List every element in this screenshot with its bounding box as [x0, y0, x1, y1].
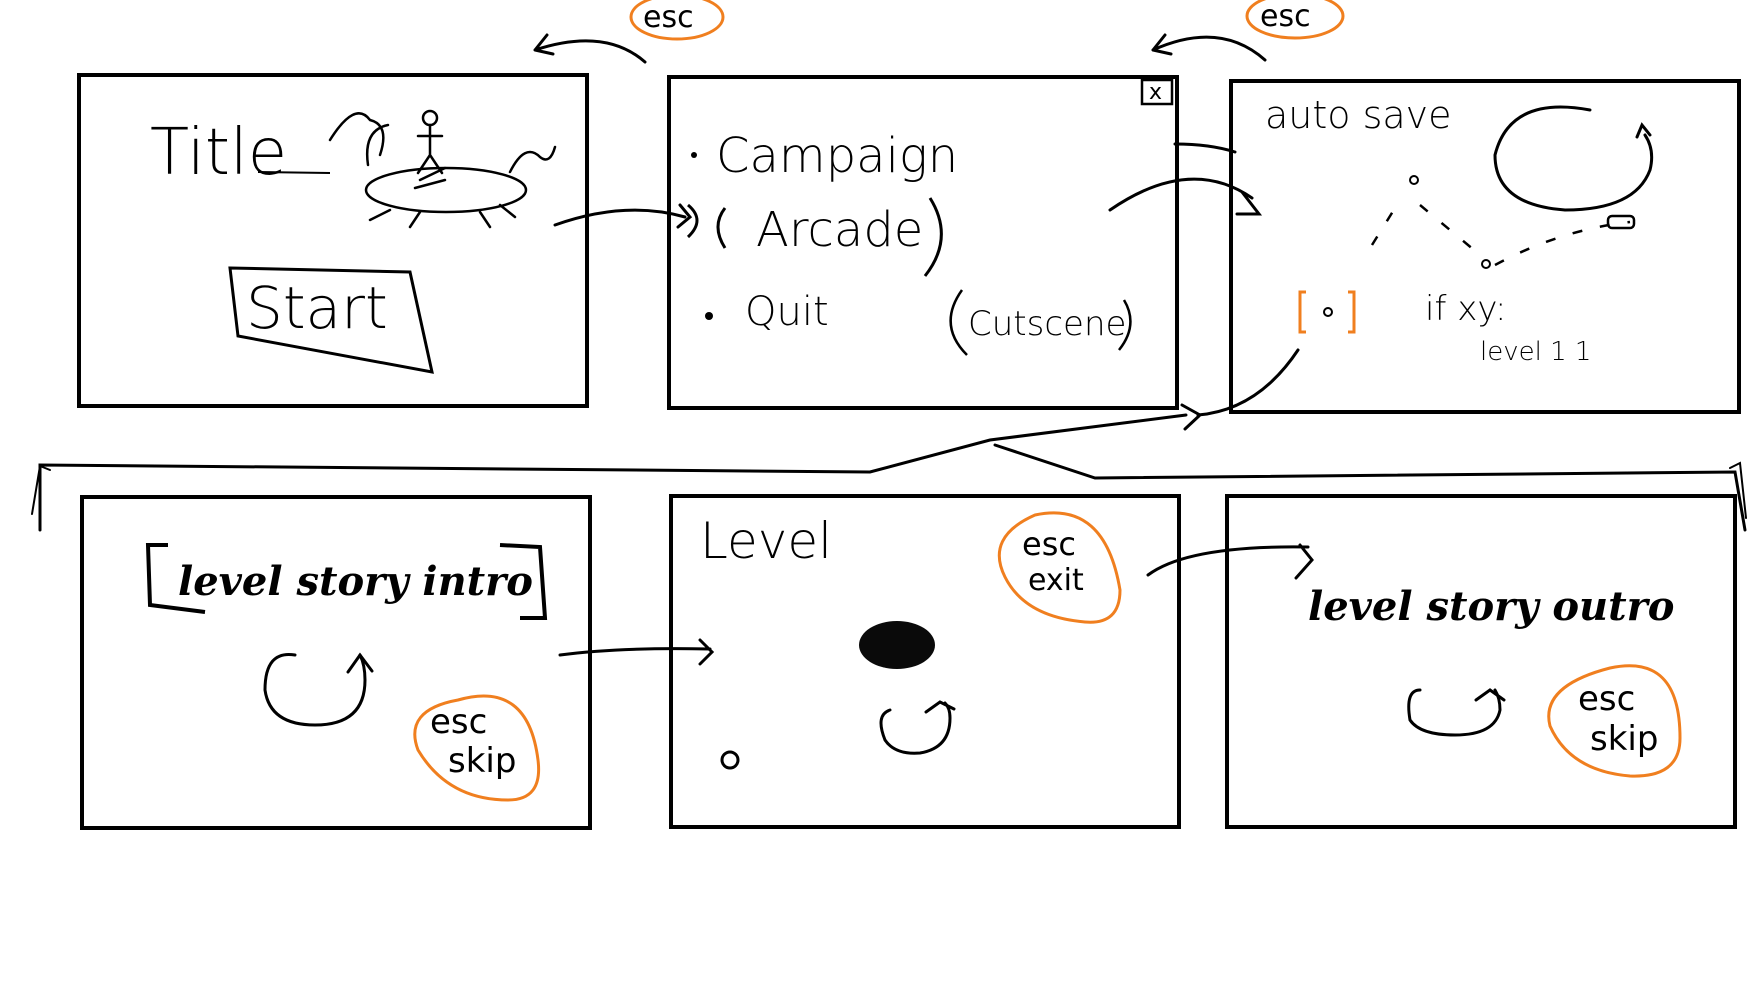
arrow-intro-to-level: [558, 638, 715, 666]
autosave-condition: if xy:: [1425, 289, 1506, 329]
close-icon: x: [1149, 80, 1162, 105]
esc-key-top-1-label: esc: [643, 0, 694, 35]
esc-key-top-2-label: esc: [1260, 0, 1311, 34]
skip-button-action: skip: [448, 741, 516, 781]
arrow-menu-to-save: [1108, 177, 1263, 216]
flow-arrows-bottom: [558, 543, 1314, 666]
menu-bullet-3: [705, 312, 713, 320]
intro-heading: level story intro: [178, 558, 533, 605]
stick-figure-icon: [416, 109, 444, 175]
title-screen-frame: [77, 73, 589, 408]
menu-item-quit[interactable]: Quit: [745, 289, 829, 335]
level-screen-frame: [669, 494, 1181, 829]
map-node-mid: [1481, 259, 1491, 269]
cutscene-bracket: [949, 289, 1132, 356]
player-icon: [720, 750, 740, 770]
cutscene-label: Cutscene: [968, 304, 1126, 344]
intro-bracket-right: [499, 543, 548, 620]
close-button[interactable]: x: [1140, 78, 1174, 106]
back-arrow-1: [533, 33, 647, 64]
menu-screen: x Campaign Arcade Quit Cutscene: [667, 75, 1179, 410]
skip-button-key: esc: [430, 702, 487, 742]
skip-button[interactable]: esc skip: [1547, 664, 1682, 778]
outro-heading: level story outro: [1308, 583, 1674, 630]
back-arrow-2: [1151, 33, 1267, 62]
menu-selector-close: [923, 197, 943, 277]
skip-button-ring: [1547, 664, 1682, 778]
title-screen: Title Start: [77, 73, 589, 408]
intro-bracket-left: [145, 543, 206, 614]
esc-key-top-1: esc: [533, 0, 725, 64]
menu-screen-frame: [667, 75, 1179, 410]
autosave-heading: auto save: [1265, 93, 1452, 137]
outro-screen-frame: [1225, 494, 1737, 829]
flow-loop-middle: [31, 348, 1747, 532]
start-button-label: Start: [246, 274, 388, 342]
loop-arrow-icon: [263, 652, 374, 727]
title-screen-heading: Title: [150, 116, 287, 190]
start-button[interactable]: Start: [228, 266, 434, 374]
exit-button[interactable]: esc exit: [997, 511, 1122, 624]
esc-key-top-2: esc: [1151, 0, 1345, 62]
intro-screen-frame: [80, 495, 592, 830]
arrow-level-to-outro: [1146, 543, 1314, 580]
arrow-title-to-menu: [553, 203, 693, 229]
menu-item-arcade[interactable]: Arcade: [756, 202, 923, 258]
esc-key-top-1-ring: [629, 0, 725, 41]
skip-button[interactable]: esc skip: [413, 694, 541, 802]
intro-screen: level story intro esc skip: [80, 495, 592, 830]
autosave-screen-frame: [1229, 79, 1741, 414]
loop-arrow-icon: [879, 700, 956, 755]
title-underline: [257, 171, 331, 174]
link-close-to-save: [1173, 142, 1237, 154]
loop-arrow-icon: [1493, 105, 1654, 212]
map-node-end: [1606, 214, 1636, 230]
dog-icon: [328, 112, 557, 229]
exit-button-action: exit: [1028, 563, 1084, 598]
level-heading: Level: [700, 512, 832, 570]
save-slot-icon[interactable]: [1298, 290, 1356, 334]
skip-button-action: skip: [1590, 719, 1658, 759]
skip-button-key: esc: [1578, 679, 1635, 719]
map-path: [1370, 199, 1631, 267]
close-box: [1140, 78, 1174, 106]
enemy-blob-icon: [859, 621, 935, 669]
loop-arrow-icon: [1407, 688, 1506, 737]
autosave-screen: auto save if xy: level 1 1: [1229, 79, 1741, 414]
autosave-target: level 1 1: [1480, 337, 1591, 367]
exit-button-key: esc: [1022, 525, 1076, 563]
menu-selector: [686, 203, 727, 249]
menu-bullet-1: [691, 152, 697, 158]
start-button-border: [228, 266, 434, 374]
level-screen: Level esc exit: [669, 494, 1181, 829]
map-node-top: [1409, 175, 1419, 185]
skip-button-ring: [413, 694, 541, 802]
flow-arrows-top: [553, 142, 1263, 229]
outro-screen: level story outro esc skip: [1225, 494, 1737, 829]
esc-key-top-2-ring: [1245, 0, 1345, 40]
exit-button-ring: [997, 511, 1122, 624]
menu-item-campaign[interactable]: Campaign: [716, 128, 958, 184]
